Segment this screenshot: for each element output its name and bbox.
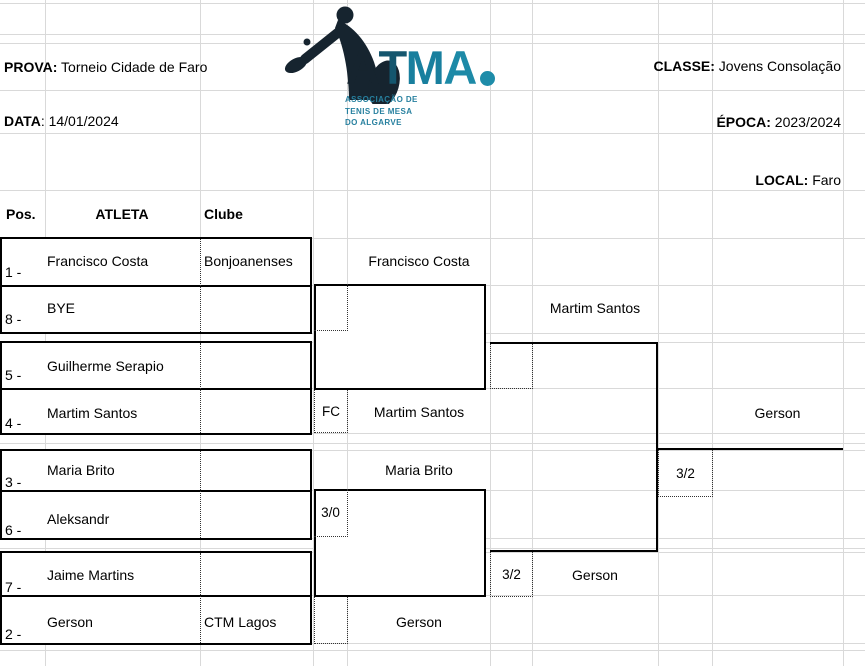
seed-label: 2 - — [5, 626, 22, 642]
athlete-cell[interactable]: Maria Brito — [47, 462, 115, 478]
round2-box-bottom — [314, 489, 486, 597]
gridline-vertical — [843, 0, 844, 666]
match-box-4 — [0, 551, 312, 645]
seed-label: 7 - — [5, 579, 22, 595]
gridline-horizontal — [0, 190, 865, 191]
logo-subtitle-line: TENIS DE MESA — [345, 106, 413, 116]
athlete-cell[interactable]: Gerson — [47, 614, 93, 630]
logo-letter: M — [405, 41, 445, 94]
gridline-horizontal — [0, 433, 865, 434]
club-column-separator — [200, 451, 201, 538]
seed-label: 4 - — [5, 415, 22, 431]
logo-subtitle-line: DO ALGARVE — [345, 118, 402, 127]
score-cell[interactable]: 3/2 — [490, 552, 533, 597]
club-column-separator — [200, 343, 201, 433]
logo-letter: A — [443, 41, 477, 94]
gridline-horizontal — [0, 238, 865, 239]
data-value: : 14/01/2024 — [40, 113, 119, 129]
gridline-horizontal — [0, 43, 865, 44]
gridline-horizontal — [0, 643, 865, 644]
local-value: Faro — [808, 172, 841, 188]
seed-label: 5 - — [5, 367, 22, 383]
gridline-horizontal — [0, 3, 865, 4]
gridline-horizontal — [0, 34, 865, 35]
table-tennis-player-silhouette-icon — [284, 6, 400, 104]
round2-name[interactable]: Gerson — [396, 614, 442, 630]
local-label: LOCAL: — [755, 172, 809, 188]
final-line — [656, 448, 843, 450]
round2-name[interactable]: Martim Santos — [373, 404, 465, 420]
seed-label: 1 - — [5, 264, 22, 280]
epoca-label: ÉPOCA: — [716, 114, 771, 130]
semifinal-line-bottom — [490, 550, 658, 552]
round2-name[interactable]: Francisco Costa — [368, 253, 470, 269]
semifinal-line-top — [490, 342, 658, 344]
match-box-divider — [2, 388, 310, 390]
seed-label: 8 - — [5, 311, 22, 327]
final-winner-name[interactable]: Gerson — [754, 405, 801, 421]
logo-letter: T — [378, 41, 407, 94]
classe-value: Jovens Consolação — [714, 58, 841, 74]
column-header-clube: Clube — [204, 206, 243, 222]
local-line: LOCAL: Faro — [755, 171, 841, 189]
gridline-horizontal — [0, 650, 865, 651]
prova-line: PROVA: Torneio Cidade de Faro — [4, 58, 207, 76]
column-header-atleta: ATLETA — [95, 206, 149, 222]
score-cell[interactable]: FC — [314, 390, 348, 433]
classe-line: CLASSE: Jovens Consolação — [653, 57, 841, 75]
score-cell[interactable]: 3/0 — [314, 489, 348, 537]
match-box-3 — [0, 449, 312, 540]
logo-subtitle: ASSOCIAÇÃO DE TENIS DE MESA DO ALGARVE — [345, 94, 418, 129]
seed-label: 3 - — [5, 474, 22, 490]
logo-subtitle-line: ASSOCIAÇÃO DE — [345, 95, 418, 104]
prova-label: PROVA: — [4, 59, 58, 75]
score-cell[interactable] — [490, 344, 533, 389]
classe-label: CLASSE: — [653, 58, 715, 74]
gridline-horizontal — [0, 450, 865, 451]
gridline-horizontal — [0, 90, 865, 91]
match-box-2 — [0, 341, 312, 435]
gridline-vertical — [490, 0, 491, 666]
score-cell[interactable]: 3/2 — [658, 450, 713, 497]
athlete-cell[interactable]: Martim Santos — [47, 405, 138, 421]
logo-letter: A — [346, 41, 380, 94]
gridline-vertical — [712, 0, 713, 666]
prova-value: Torneio Cidade de Faro — [57, 59, 208, 75]
semifinal-name[interactable]: Martim Santos — [549, 300, 641, 316]
score-cell[interactable] — [314, 284, 348, 331]
athlete-cell[interactable]: Guilherme Serapio — [47, 358, 164, 374]
athlete-cell[interactable]: BYE — [47, 300, 76, 316]
athlete-cell[interactable]: Jaime Martins — [47, 567, 135, 583]
gridline-vertical — [658, 0, 659, 666]
semifinal-name[interactable]: Gerson — [572, 567, 618, 583]
match-box-divider — [2, 490, 310, 492]
score-cell[interactable] — [314, 597, 348, 644]
gridline-vertical — [532, 0, 533, 666]
gridline-horizontal — [0, 133, 865, 134]
round2-name[interactable]: Maria Brito — [385, 462, 453, 478]
data-label: DATA — [4, 113, 41, 129]
semifinal-connector — [656, 342, 658, 552]
club-column-separator — [200, 239, 201, 332]
round2-box-top — [314, 284, 486, 390]
match-box-1 — [0, 237, 312, 334]
match-box-divider — [2, 595, 310, 597]
epoca-line: ÉPOCA: 2023/2024 — [716, 113, 841, 131]
gridline-vertical — [313, 0, 314, 666]
club-cell[interactable]: CTM Lagos — [204, 614, 277, 630]
seed-label: 6 - — [5, 522, 22, 538]
data-line: DATA: 14/01/2024 — [4, 112, 119, 130]
epoca-value: 2023/2024 — [770, 114, 841, 130]
athlete-cell[interactable]: Francisco Costa — [47, 253, 149, 269]
column-header-pos: Pos. — [6, 206, 36, 222]
club-cell[interactable]: Bonjoanenses — [204, 253, 293, 269]
match-box-divider — [2, 285, 310, 287]
athlete-cell[interactable]: Aleksandr — [47, 511, 110, 527]
gridline-horizontal — [0, 443, 865, 444]
logo-dot — [479, 71, 495, 86]
club-column-separator — [200, 553, 201, 643]
